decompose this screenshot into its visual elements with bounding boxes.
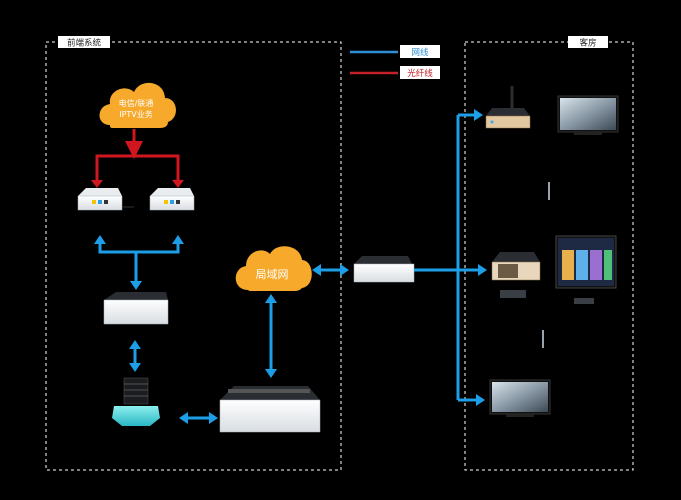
network-links-front [94, 235, 184, 290]
link-server-switch [179, 412, 218, 424]
media-player [491, 252, 541, 298]
encoder-device [103, 292, 169, 325]
lan-cloud: 局域网 [235, 246, 312, 291]
panel-front-system: 前端系统 [45, 36, 342, 471]
link-lan-switch [265, 294, 277, 378]
iptv-cloud-line2: IPTV业务 [119, 109, 153, 119]
link-encoder-server [129, 340, 141, 372]
iptv-cloud-line1: 电信/联通 [119, 98, 154, 108]
panel-front-label: 前端系统 [67, 38, 102, 49]
divider-mark [548, 182, 550, 200]
legend-fiber-label: 光纤线 [407, 68, 433, 79]
fiber-links [91, 129, 184, 188]
server-storage [112, 377, 160, 426]
tv-bottom [489, 379, 551, 417]
panel-guest-label: 客房 [579, 38, 596, 49]
network-links-guest [414, 109, 487, 406]
core-switch [219, 386, 321, 433]
legend: 网线 光纤线 [350, 45, 440, 79]
panel-guest-room: 客房 [464, 36, 634, 471]
legend-network-label: 网线 [411, 47, 429, 58]
tv-top [557, 95, 619, 135]
iptv-cloud: 电信/联通 IPTV业务 [99, 82, 176, 128]
tv-smart [555, 235, 617, 304]
optical-modem-2 [149, 188, 195, 211]
floor-switch [353, 256, 415, 283]
optical-modem-1 [77, 188, 134, 211]
divider-mark [542, 330, 544, 348]
link-lan-floor-switch [312, 264, 349, 276]
lan-cloud-label: 局域网 [256, 268, 289, 281]
set-top-box [485, 86, 531, 129]
